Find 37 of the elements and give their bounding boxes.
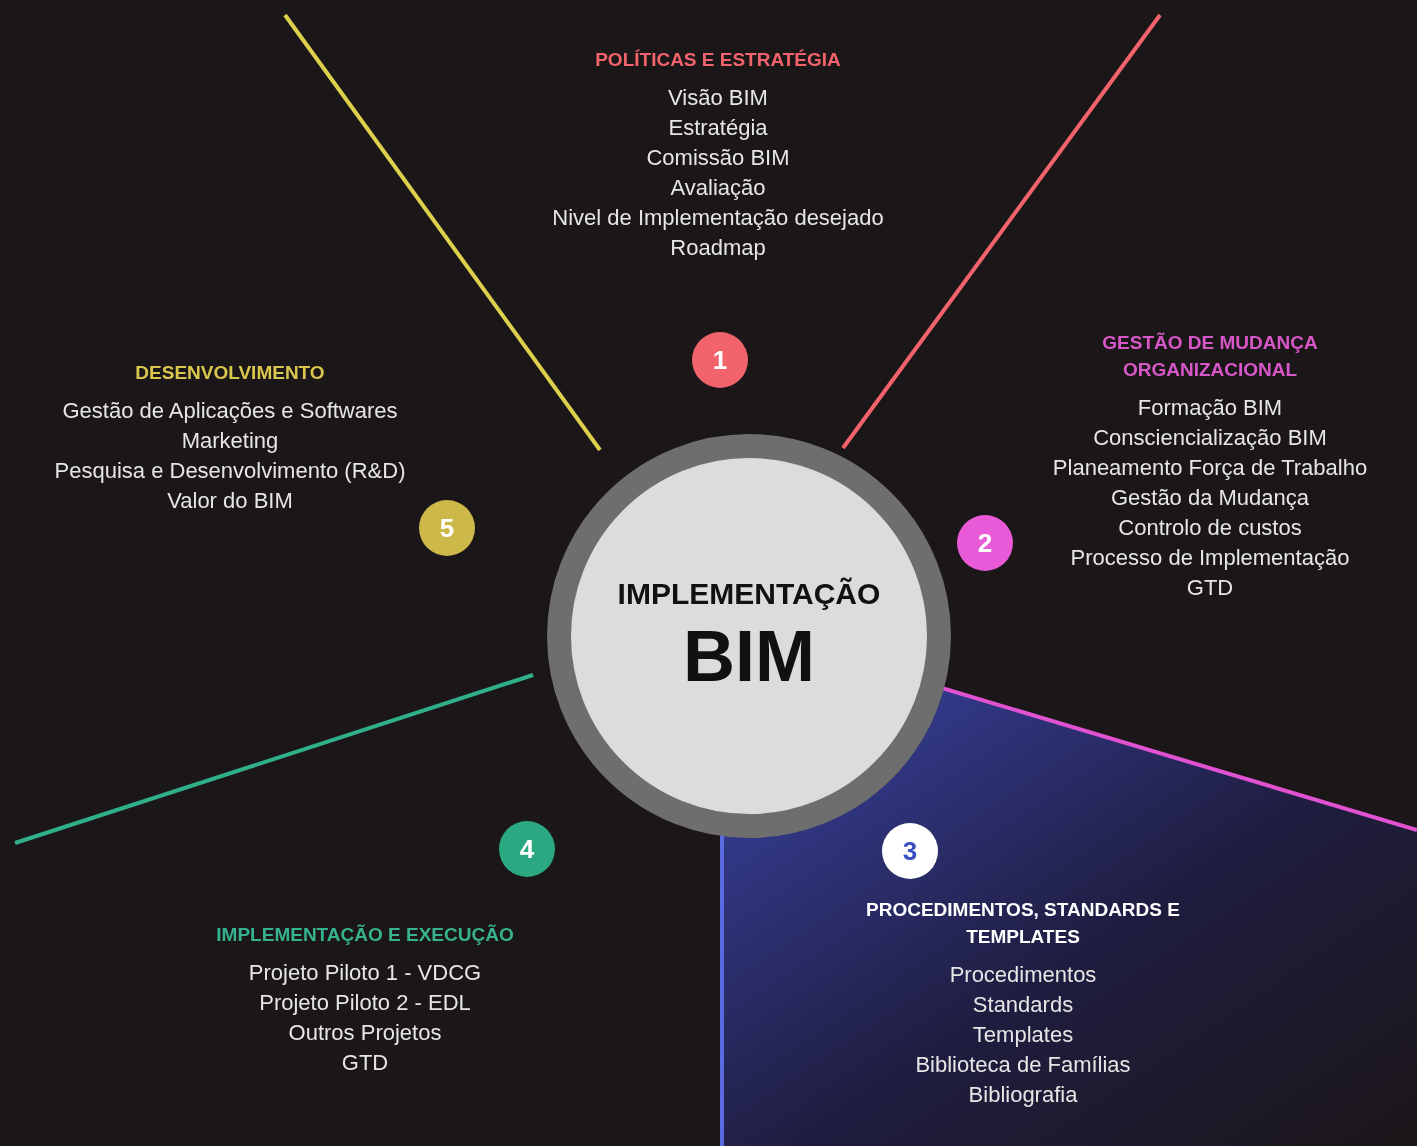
number-badge: 2	[957, 515, 1013, 571]
circle-title: BIM	[683, 615, 815, 698]
list-item: Processo de Implementação	[1069, 544, 1351, 572]
list-item: GTD	[1185, 574, 1235, 602]
list-item: Valor do BIM	[166, 487, 294, 515]
list-item: Procedimentos	[948, 961, 1098, 989]
list-item: Controlo de custos	[1117, 514, 1303, 542]
section-heading: IMPLEMENTAÇÃO E EXECUÇÃO	[215, 923, 515, 947]
number-badge: 5	[419, 500, 475, 556]
circle-subtitle: IMPLEMENTAÇÃO	[617, 576, 881, 612]
list-item: Marketing	[180, 427, 280, 455]
number-badge: 1	[692, 332, 748, 388]
list-item: Standards	[971, 991, 1075, 1019]
section-heading: DESENVOLVIMENTO	[134, 361, 326, 385]
list-item: Gestão da Mudança	[1109, 484, 1311, 512]
list-item: Pesquisa e Desenvolvimento (R&D)	[53, 457, 407, 485]
section-heading: POLÍTICAS E ESTRATÉGIA	[594, 48, 842, 72]
list-item: Projeto Piloto 1 - VDCG	[247, 959, 483, 987]
list-item: Projeto Piloto 2 - EDL	[258, 989, 472, 1017]
list-item: Nivel de Implementação desejado	[551, 204, 885, 232]
list-item: Visão BIM	[667, 84, 769, 112]
list-item: Outros Projetos	[287, 1019, 443, 1047]
list-item: Biblioteca de Famílias	[914, 1051, 1132, 1079]
list-item: GTD	[340, 1049, 390, 1077]
list-item: Planeamento Força de Trabalho	[1052, 454, 1368, 482]
list-item: Formação BIM	[1136, 394, 1284, 422]
list-item: Estratégia	[667, 114, 769, 142]
section-heading: GESTÃO DE MUDANÇA ORGANIZACIONAL	[1101, 331, 1319, 382]
list-item: Comissão BIM	[645, 144, 791, 172]
list-item: Bibliografia	[967, 1081, 1079, 1109]
section-heading: PROCEDIMENTOS, STANDARDS E TEMPLATES	[865, 898, 1181, 949]
list-item: Roadmap	[669, 234, 767, 262]
list-item: Templates	[971, 1021, 1075, 1049]
list-item: Avaliação	[669, 174, 767, 202]
number-badge: 4	[499, 821, 555, 877]
list-item: Gestão de Aplicações e Softwares	[61, 397, 399, 425]
list-item: Consciencialização BIM	[1092, 424, 1328, 452]
